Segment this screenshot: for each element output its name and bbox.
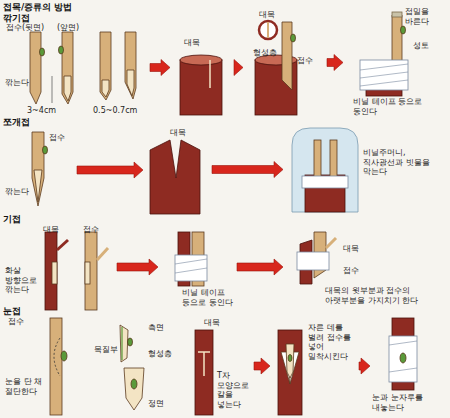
step-note: 눈과 눈자루를 내놓는다 xyxy=(372,393,448,412)
step-note: 대목 xyxy=(43,225,59,235)
step-note: 자른 데를 벌려 접수를 넣어 밀착시킨다 xyxy=(308,323,360,361)
step-note: 성토 xyxy=(413,41,429,51)
method-heading: 기접 xyxy=(3,213,21,226)
method-heading: 쪼개접 xyxy=(3,116,30,129)
step-panel: 측면목질부 형성층정면 xyxy=(92,315,187,417)
step-panel: 자른 데를 벌려 접수를 넣어 밀착시킨다 xyxy=(272,315,357,417)
step-note: 대목 xyxy=(204,318,220,328)
step-panel: 비닐 테이프 등으로 동인다 xyxy=(160,222,235,312)
step-arrow xyxy=(237,259,283,275)
step-panel: 대목 xyxy=(172,20,232,115)
diagram-title: 접목/증류의 방법 xyxy=(3,1,72,14)
step-note: 눈을 단 채 절단한다 xyxy=(5,377,47,396)
method-heading: 눈접 xyxy=(3,305,21,318)
step-note: 비닐주머니, 직사광선과 빗물을 막는다 xyxy=(363,148,447,177)
step-panel: 대목 접수화살 방향으로 깎는다 xyxy=(5,222,115,312)
step-panel: 눈과 눈자루를 내놓는다 xyxy=(372,315,448,417)
step-note: 대목 xyxy=(184,38,200,48)
step-panel: 대목접수대목의 윗부분과 접수의 아랫부분을 가지치기 한다 xyxy=(285,222,445,312)
step-note: 0.5~0.7cm xyxy=(93,106,137,116)
step-note: 깎는다 xyxy=(5,187,29,197)
step-panel: 대목 T자 모양으로 칼을 넣는다 xyxy=(190,315,252,417)
step-note: 대목 xyxy=(170,128,186,138)
step-note: 대목 xyxy=(343,244,359,254)
step-note: 목질부 xyxy=(94,345,118,355)
step-panel: 대목 xyxy=(145,125,210,215)
step-note: 접수 xyxy=(49,133,65,143)
step-note: 접수(뒷면) xyxy=(6,23,44,33)
step-arrow xyxy=(254,358,270,374)
step-arrow xyxy=(117,259,158,275)
step-note: 접수 xyxy=(83,225,99,235)
step-arrow xyxy=(212,162,283,178)
step-panel: 비닐주머니, 직사광선과 빗물을 막는다 xyxy=(285,122,448,214)
step-note: 접수 xyxy=(343,266,359,276)
step-panel: 대목형성층접수 xyxy=(245,10,325,115)
step-arrow xyxy=(234,60,243,76)
step-note: 화살 방향으로 깎는다 xyxy=(5,266,43,295)
step-arrow xyxy=(359,358,370,374)
step-note: 측면 xyxy=(148,323,164,333)
step-panel: 접수깎는다 xyxy=(5,125,75,215)
step-note: 3~4cm xyxy=(27,106,56,116)
step-note: 접밀을 바른다 xyxy=(405,7,447,26)
step-note: 형성층 xyxy=(148,349,172,359)
step-note: 접수 xyxy=(297,56,313,66)
step-note: 대목 xyxy=(259,10,275,20)
step-arrow xyxy=(150,60,170,76)
step-panel: 접수(뒷면) (앞면) 깎는다 3~4cm xyxy=(5,20,85,115)
step-note: 비닐 테이프 등으로 동인다 xyxy=(182,288,238,307)
step-panel: 접밀을 바른다성토비닐 테이프 등으로 동인다 xyxy=(345,5,448,117)
step-note: 비닐 테이프 등으로 동인다 xyxy=(353,97,445,116)
step-note: 형성층 xyxy=(253,48,277,58)
step-note: 대목의 윗부분과 접수의 아랫부분을 가지치기 한다 xyxy=(325,286,443,305)
step-arrow xyxy=(77,162,143,178)
step-arrow xyxy=(327,55,343,71)
step-panel: 접수눈을 단 채 절단한다 xyxy=(5,315,90,417)
step-note: (앞면) xyxy=(57,23,79,33)
step-note: T자 모양으로 칼을 넣는다 xyxy=(217,371,253,409)
step-note: 접수 xyxy=(8,317,24,327)
step-note: 정면 xyxy=(148,399,164,409)
step-panel: 0.5~0.7cm xyxy=(88,20,148,115)
step-note: 깎는다 xyxy=(5,78,29,88)
